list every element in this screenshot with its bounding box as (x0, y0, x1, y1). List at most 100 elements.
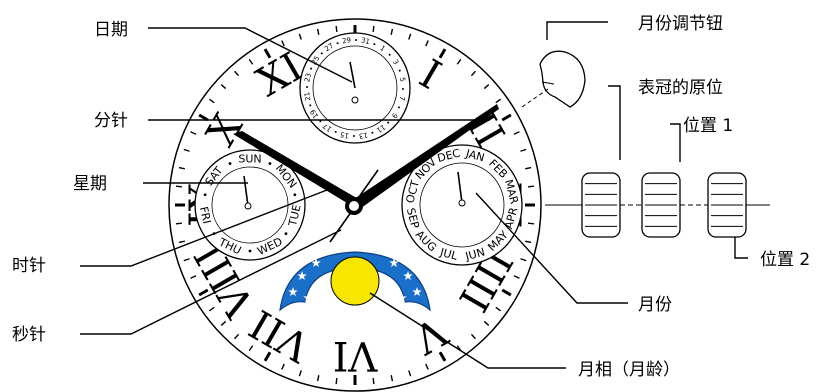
minute-tick (456, 58, 462, 65)
minute-tick (316, 375, 320, 382)
label-crown-home: 表冠的原位 (638, 78, 723, 98)
date-number: 21 (303, 91, 312, 101)
month-adjust-button (521, 50, 586, 108)
date-subdial-inner-ring (312, 45, 398, 131)
weekday-pointer-pivot (244, 202, 252, 210)
date-dot (306, 85, 309, 88)
minute-tick (178, 166, 185, 170)
weekday-dot (248, 249, 252, 253)
moon-disc (330, 256, 380, 306)
star-icon (303, 293, 313, 303)
minute-tick (335, 25, 338, 33)
minute-tick (425, 363, 429, 370)
date-dot (352, 134, 355, 137)
month-label: APR (502, 206, 520, 231)
minute-tick (527, 222, 535, 225)
minute-tick (390, 375, 394, 382)
moon-sky-window (279, 251, 431, 312)
minute-tick (298, 370, 302, 377)
star-icon (403, 271, 413, 281)
date-number: 31 (360, 36, 370, 46)
minute-tick (190, 275, 197, 279)
minute-tick (470, 70, 476, 77)
date-dot (334, 130, 337, 133)
left-callouts (80, 27, 490, 335)
weekday-pointer (243, 175, 249, 207)
weekday-dot (293, 193, 297, 197)
label-hour-hand: 时针 (12, 256, 46, 276)
date-number: 7 (397, 95, 406, 101)
minute-tick (408, 33, 412, 40)
minute-tick (501, 113, 512, 122)
moon-phase-callout-line (369, 292, 566, 369)
date-dot (336, 42, 339, 45)
weekday-dot (284, 232, 288, 236)
minute-tick (175, 185, 183, 188)
date-number: 29 (342, 36, 352, 45)
minute-tick (208, 98, 215, 104)
minute-tick (263, 48, 272, 59)
hour-hand (233, 131, 360, 206)
minute-tick (438, 48, 447, 59)
month-label: SEP (404, 207, 422, 231)
month-adjust-button-edge (541, 81, 555, 85)
minute-tick (495, 306, 502, 312)
minute-tick (198, 113, 209, 122)
month-subdial-inner-ring (419, 162, 505, 248)
month-callout-line (475, 192, 628, 304)
date-dot (397, 106, 400, 109)
month-label: JUL (438, 245, 460, 263)
minute-tick (390, 28, 394, 35)
date-number: 27 (323, 42, 335, 54)
position-1-callout-line (670, 123, 681, 162)
minute-tick (220, 320, 227, 326)
label-date: 日期 (94, 20, 128, 40)
month-adjust-button-axis (521, 88, 549, 108)
roman-numeral: VI (333, 332, 379, 378)
hour-hand-callout-line (80, 189, 328, 267)
label-month: 月份 (638, 295, 672, 315)
moon-phase-window (279, 251, 431, 312)
position-2-callout-line (734, 233, 748, 259)
crown-position-1 (641, 172, 681, 238)
minute-tick (372, 25, 375, 33)
date-number: 3 (391, 58, 400, 66)
date-dot (310, 67, 313, 70)
minute-tick (438, 351, 447, 362)
date-dot (309, 104, 312, 107)
moon-stars (288, 258, 422, 303)
minute-tick (183, 148, 190, 152)
date-dot (401, 88, 404, 91)
date-number: 1 (378, 44, 386, 53)
callout-labels: 日期 分针 星期 时针 秒针 月份调节钮 表冠的原位 位置 1 位置 2 月份 … (12, 14, 810, 380)
crown-home-callout-line (608, 85, 621, 160)
minute-tick (198, 288, 209, 297)
minute-tick (335, 377, 338, 385)
minute-tick (372, 377, 375, 385)
date-pointer (349, 61, 356, 89)
minute-tick (190, 131, 197, 135)
label-weekday: 星期 (73, 174, 107, 194)
star-icon (297, 271, 307, 281)
minute-tick (298, 33, 302, 40)
crown-position-2 (707, 172, 747, 238)
date-number: 15 (339, 130, 349, 140)
label-position-1: 位置 1 (683, 116, 733, 136)
minute-tick (178, 240, 185, 244)
weekday-dot (228, 162, 232, 165)
date-number: 19 (309, 108, 321, 120)
date-dot (388, 53, 391, 56)
minute-tick (175, 222, 183, 225)
weekday-label: FRI (197, 205, 214, 225)
watch-hands (233, 104, 499, 243)
crown-home (581, 172, 621, 238)
date-dot (387, 121, 390, 124)
minute-tick (183, 258, 190, 262)
minute-tick (248, 58, 254, 65)
minute-tick (501, 288, 512, 297)
star-icon (412, 287, 422, 297)
date-dot (371, 131, 374, 134)
